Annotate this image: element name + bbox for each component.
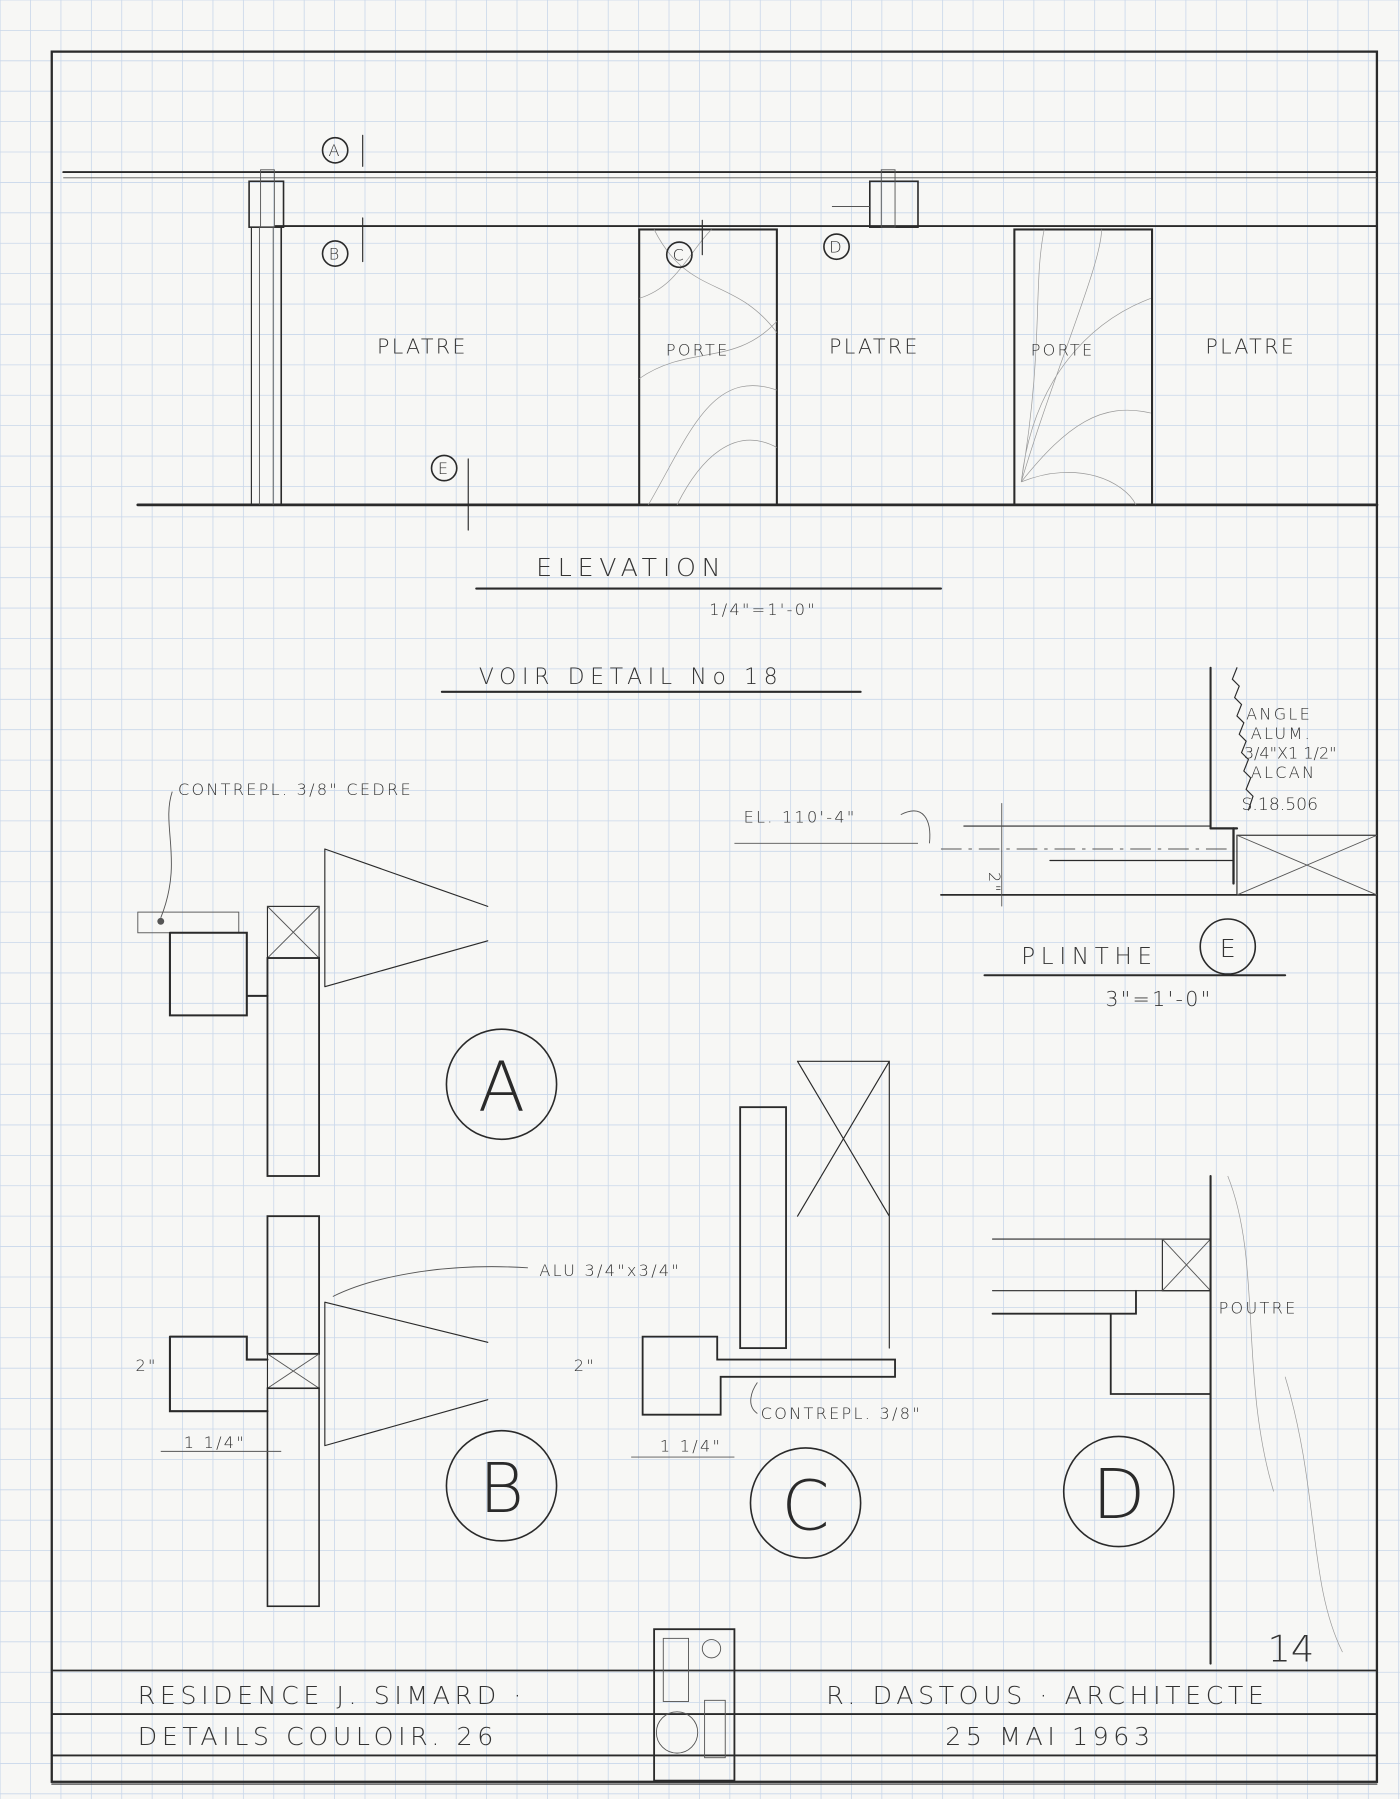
marker-d: D (823, 233, 850, 261)
elevation-view: A B C D E PLATRE PORTE PLATRE PORTE PLAT… (62, 134, 1379, 693)
angle-note-4: ALCAN (1251, 763, 1317, 782)
svg-text:E: E (438, 459, 450, 478)
sheet-border (50, 50, 1379, 1783)
detail-c-height: 2" (574, 1356, 596, 1375)
drawing-name: DETAILS COULOIR. 26 (138, 1722, 498, 1751)
plinthe-marker: E (1220, 934, 1236, 963)
label-porte-2: PORTE (1031, 341, 1095, 360)
drawing-date: 25 MAI 1963 (945, 1722, 1154, 1751)
angle-note-5: S.18.506 (1242, 795, 1319, 815)
marker-e: E (430, 454, 458, 482)
detail-b: 1 1/4" 2" ALU 3/4"x3/4" B (136, 1215, 681, 1608)
detail-b-letter: B (479, 1449, 524, 1529)
detail-d: POUTRE D (991, 1174, 1343, 1665)
plinthe-scale: 3"=1'-0" (1105, 987, 1212, 1011)
detail-d-letter: D (1092, 1455, 1145, 1535)
detail-a: CONTREPL. 3/8" CEDRE A (137, 780, 558, 1177)
detail-c-note: CONTREPL. 3/8" (761, 1404, 922, 1423)
label-platre-1: PLATRE (377, 334, 468, 358)
door-1 (638, 228, 778, 506)
detail-a-letter: A (478, 1048, 525, 1128)
svg-text:B: B (329, 244, 342, 263)
architect-name: R. DASTOUS · ARCHITECTE (826, 1681, 1268, 1710)
reference-note: VOIR DETAIL No 18 (479, 665, 783, 690)
plinthe-detail: 2" EL. 110'-4" ANGLE ALUM. 3/4"X1 1/2" A… (734, 666, 1378, 1011)
detail-b-dimension: 1 1/4" (184, 1433, 246, 1452)
marker-c: C (665, 241, 693, 269)
detail-c-dimension: 1 1/4" (660, 1436, 722, 1455)
angle-note-3: 3/4"X1 1/2" (1244, 743, 1337, 762)
label-platre-3: PLATRE (1205, 334, 1296, 358)
detail-b-note: ALU 3/4"x3/4" (539, 1261, 681, 1280)
logo (653, 1628, 736, 1782)
detail-c: 1 1/4" CONTREPL. 3/8" 2" C (574, 1060, 922, 1559)
svg-text:D: D (829, 237, 844, 256)
detail-c-letter: C (782, 1466, 830, 1546)
marker-b: B (321, 240, 349, 267)
project-name: RESIDENCE J. SIMARD · (138, 1681, 526, 1710)
elevation-title: ELEVATION (536, 553, 726, 582)
plinthe-title: PLINTHE (1021, 944, 1157, 970)
svg-text:C: C (673, 245, 687, 264)
detail-a-note: CONTREPL. 3/8" CEDRE (178, 780, 413, 799)
detail-d-note: POUTRE (1219, 1299, 1298, 1318)
plinthe-dimension: 2" (985, 872, 1004, 894)
svg-text:A: A (329, 141, 342, 160)
elevation-level-note: EL. 110'-4" (744, 808, 857, 827)
label-porte-1: PORTE (666, 341, 730, 360)
sheet-number: 14 (1268, 1627, 1315, 1670)
title-block: 14 RESIDENCE J. SIMARD · DETAILS COULOIR… (50, 1627, 1378, 1782)
angle-note-1: ANGLE (1246, 704, 1312, 723)
detail-b-height: 2" (136, 1356, 158, 1375)
label-platre-2: PLATRE (829, 334, 920, 358)
angle-note-2: ALUM. (1251, 724, 1312, 743)
elevation-scale: 1/4"=1'-0" (709, 600, 817, 619)
marker-a: A (321, 136, 349, 164)
door-2 (1013, 228, 1154, 506)
